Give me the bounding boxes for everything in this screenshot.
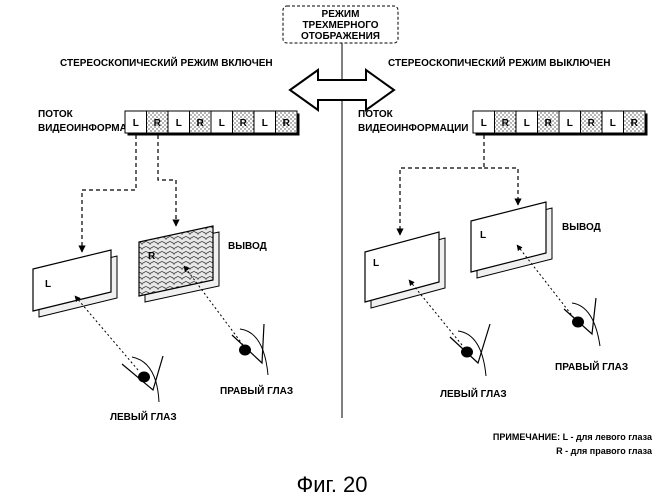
mode-box: РЕЖИМ ТРЕХМЕРНОГО ОТОБРАЖЕНИЯ xyxy=(283,6,398,43)
right-eye-icon xyxy=(564,298,600,346)
left-stream-frame-label: L xyxy=(262,118,268,129)
left-eye-icon xyxy=(122,356,163,402)
left-eye-icon-right-panel xyxy=(450,324,490,376)
left-eye-label: ЛЕВЫЙ ГЛАЗ xyxy=(110,410,177,423)
right-stream-frame-l: L xyxy=(559,111,583,136)
left-stream-frame-label: R xyxy=(197,118,205,129)
right-stream-frame-r: R xyxy=(538,111,562,136)
left-stream-frame-l: L xyxy=(168,111,192,136)
right-stream-frame-label: R xyxy=(631,118,639,129)
right-panel: ПОТОК ВИДЕОИНФОРМАЦИИ L R L R L R L R L L ВЫВОД xyxy=(358,109,648,400)
left-stream-frame-label: R xyxy=(154,118,162,129)
right-eye-label: ПРАВЫЙ ГЛАЗ xyxy=(555,360,628,373)
left-stream-frame-label: L xyxy=(219,118,225,129)
left-stream-frame-r: R xyxy=(147,111,171,136)
right-stream-frame-l: L xyxy=(473,111,497,136)
mode-box-line2: ТРЕХМЕРНОГО xyxy=(302,20,378,31)
right-stream-frame-l: L xyxy=(516,111,540,136)
right-screen-left: L xyxy=(365,232,445,308)
right-stream-label-line2: ВИДЕОИНФОРМАЦИИ xyxy=(358,123,468,134)
mode-box-line1: РЕЖИМ xyxy=(322,9,360,20)
right-video-stream: LRLRLRLR xyxy=(473,111,648,136)
note-line1: ПРИМЕЧАНИЕ: L - для левого глаза xyxy=(493,432,653,442)
right-stream-frame-label: L xyxy=(610,118,616,129)
right-stream-frame-label: R xyxy=(502,118,510,129)
right-stream-frame-label: L xyxy=(567,118,573,129)
right-route-l2 xyxy=(484,168,518,205)
right-stream-frame-r: R xyxy=(581,111,605,136)
left-screen-r: R xyxy=(139,226,219,302)
right-stream-frame-label: L xyxy=(524,118,530,129)
right-stream-frame-label: R xyxy=(588,118,596,129)
left-heading: СТЕРЕОСКОПИЧЕСКИЙ РЕЖИМ ВКЛЮЧЕН xyxy=(60,56,273,69)
left-stream-frame-label: L xyxy=(176,118,182,129)
note-line2: R - для правого глаза xyxy=(556,446,653,456)
left-panel: ПОТОК ВИДЕОИНФОРМАЦИИ LRLRLRLR L R ВЫВОД xyxy=(33,109,300,423)
left-screen-l: L xyxy=(33,250,117,317)
figure-caption: Фиг. 20 xyxy=(296,472,367,497)
left-stream-frame-l: L xyxy=(125,111,149,136)
right-eye-icon-left-panel xyxy=(232,324,268,375)
left-stream-frame-label: L xyxy=(133,118,139,129)
left-panel-right-eye-label: ПРАВЫЙ ГЛАЗ xyxy=(220,384,293,397)
right-stream-frame-label: L xyxy=(481,118,487,129)
left-stream-frame-r: R xyxy=(233,111,257,136)
right-output-label: ВЫВОД xyxy=(562,222,601,233)
left-route-r xyxy=(158,135,176,226)
right-stream-frame-l: L xyxy=(602,111,626,136)
left-route-l xyxy=(82,135,136,252)
right-screen-right-letter: L xyxy=(480,230,486,241)
right-panel-left-eye-label: ЛЕВЫЙ ГЛАЗ xyxy=(440,387,507,400)
left-stream-frame-r: R xyxy=(276,111,300,136)
left-gaze-left xyxy=(75,296,138,370)
right-stream-frame-r: R xyxy=(495,111,519,136)
left-stream-frame-l: L xyxy=(254,111,278,136)
left-stream-frame-r: R xyxy=(190,111,214,136)
right-route-l1 xyxy=(400,135,484,235)
left-screen-l-letter: L xyxy=(45,279,51,290)
right-stream-frame-r: R xyxy=(624,111,648,136)
right-stream-frame-label: R xyxy=(545,118,553,129)
left-stream-frame-label: R xyxy=(283,118,291,129)
right-heading: СТЕРЕОСКОПИЧЕСКИЙ РЕЖИМ ВЫКЛЮЧЕН xyxy=(388,56,610,69)
legend-note: ПРИМЕЧАНИЕ: L - для левого глаза R - для… xyxy=(493,432,653,456)
mode-box-line3: ОТОБРАЖЕНИЯ xyxy=(301,31,380,42)
right-screen-right: L xyxy=(471,202,552,278)
right-screen-left-letter: L xyxy=(373,258,379,269)
left-stream-label-line1: ПОТОК xyxy=(38,109,74,120)
left-video-stream: LRLRLRLR xyxy=(125,111,300,136)
left-stream-frame-label: R xyxy=(240,118,248,129)
left-output-label: ВЫВОД xyxy=(228,241,267,252)
left-screen-r-letter: R xyxy=(148,251,156,262)
right-stream-label-line1: ПОТОК xyxy=(358,109,394,120)
left-stream-frame-l: L xyxy=(211,111,235,136)
